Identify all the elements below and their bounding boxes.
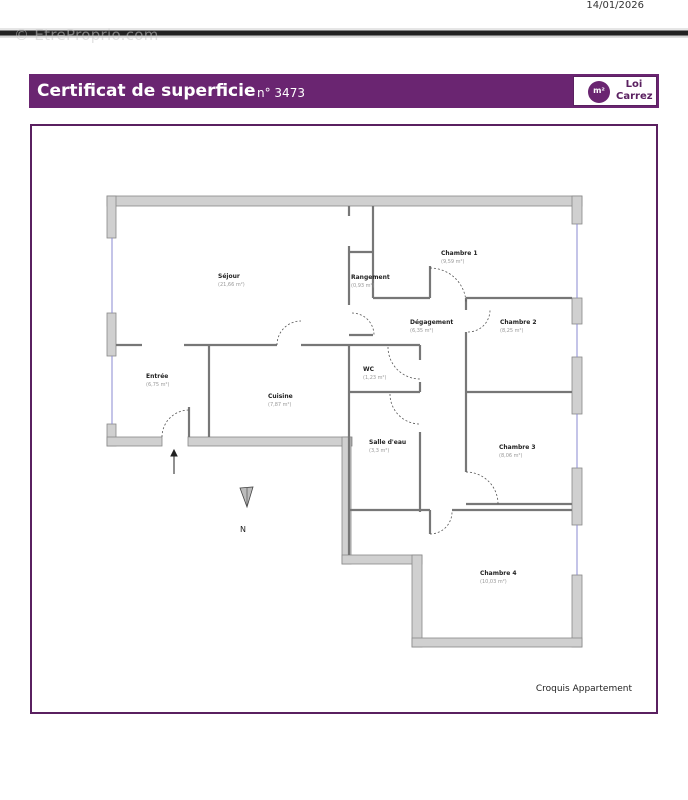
- room-entree: Entrée (6,75 m²): [146, 373, 170, 388]
- room-chambre-1: Chambre 1 (9,59 m²): [441, 250, 478, 265]
- room-name: Chambre 2: [500, 319, 537, 326]
- room-name: Rangement: [351, 274, 390, 281]
- badge-line2: Carrez: [616, 91, 653, 102]
- watermark: © EtreProprio.com: [14, 26, 159, 44]
- badge-line1: Loi: [625, 79, 643, 90]
- room-name: Entrée: [146, 373, 168, 380]
- room-area: (1,23 m²): [363, 375, 387, 381]
- certificate-number: n° 3473: [257, 86, 305, 100]
- floor-plan-frame: N Séjour (21,66 m²) Rangement (0,93 m²) …: [30, 124, 658, 714]
- room-area: (9,59 m²): [441, 259, 465, 265]
- room-area: (8,25 m²): [500, 328, 524, 334]
- room-area: (10,03 m²): [480, 579, 507, 585]
- room-area: (3,3 m²): [369, 448, 389, 454]
- room-degagement: Dégagement (6,35 m²): [410, 319, 453, 334]
- room-area: (0,93 m²): [351, 283, 375, 289]
- north-arrow-icon: N: [239, 486, 254, 534]
- room-name: Cuisine: [268, 393, 293, 400]
- room-chambre-4: Chambre 4 (10,03 m²): [480, 570, 517, 585]
- loi-carrez-badge: m² Loi Carrez: [573, 76, 657, 106]
- m2-tape-icon: m²: [588, 81, 610, 103]
- room-area: (7,87 m²): [268, 402, 292, 408]
- room-chambre-3: Chambre 3 (8,06 m²): [499, 444, 536, 459]
- certificate-banner: Certificat de superficie n° 3473 m² Loi …: [29, 74, 659, 108]
- floor-plan: N Séjour (21,66 m²) Rangement (0,93 m²) …: [106, 195, 583, 648]
- north-label: N: [240, 525, 246, 534]
- plan-caption: Croquis Appartement: [535, 684, 632, 694]
- page-title: Certificat de superficie: [37, 81, 256, 101]
- room-sejour: Séjour (21,66 m²): [218, 273, 245, 288]
- room-rangement: Rangement (0,93 m²): [351, 274, 390, 289]
- header-rule: [0, 28, 688, 38]
- room-name: Salle d'eau: [369, 439, 406, 446]
- room-area: (6,35 m²): [410, 328, 434, 334]
- room-chambre-2: Chambre 2 (8,25 m²): [500, 319, 537, 334]
- room-area: (21,66 m²): [218, 282, 245, 288]
- room-cuisine: Cuisine (7,87 m²): [268, 393, 293, 408]
- room-name: Chambre 4: [480, 570, 517, 577]
- room-name: Chambre 3: [499, 444, 536, 451]
- room-wc: WC (1,23 m²): [363, 366, 387, 381]
- room-name: WC: [363, 366, 375, 373]
- room-salle-d-eau: Salle d'eau (3,3 m²): [369, 439, 406, 454]
- room-name: Séjour: [218, 273, 240, 280]
- badge-label: Loi Carrez: [616, 79, 653, 103]
- room-name: Dégagement: [410, 319, 453, 326]
- document-date: 14/01/2026: [586, 0, 644, 11]
- room-name: Chambre 1: [441, 250, 478, 257]
- room-area: (8,06 m²): [499, 453, 523, 459]
- entrance-arrow-icon: [170, 448, 178, 474]
- room-area: (6,75 m²): [146, 382, 170, 388]
